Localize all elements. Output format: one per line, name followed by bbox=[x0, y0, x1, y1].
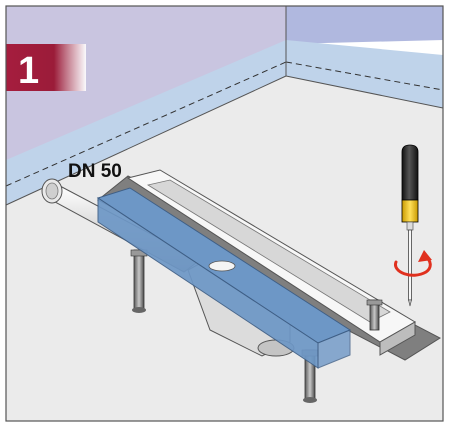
frame-border bbox=[5, 5, 444, 422]
right-dashed-line bbox=[285, 61, 444, 91]
left-dashed-line bbox=[5, 61, 287, 187]
drain-channel-grate bbox=[146, 179, 391, 323]
step-badge: 1 bbox=[6, 44, 86, 92]
spirit-level bbox=[96, 187, 352, 369]
right-wall bbox=[286, 6, 443, 44]
pipe-size-label: DN 50 bbox=[68, 161, 122, 182]
support-foot-right bbox=[366, 299, 383, 331]
level-bubble bbox=[208, 260, 236, 272]
step-number: 1 bbox=[18, 50, 39, 92]
right-wall-strip bbox=[286, 40, 443, 108]
support-foot-left bbox=[130, 249, 148, 313]
left-wall-strip bbox=[6, 40, 286, 205]
rotation-arrow-icon bbox=[394, 250, 432, 277]
screwdriver-icon bbox=[401, 144, 419, 307]
drain-channel-end bbox=[379, 321, 416, 356]
floor-edge-right bbox=[285, 75, 444, 109]
